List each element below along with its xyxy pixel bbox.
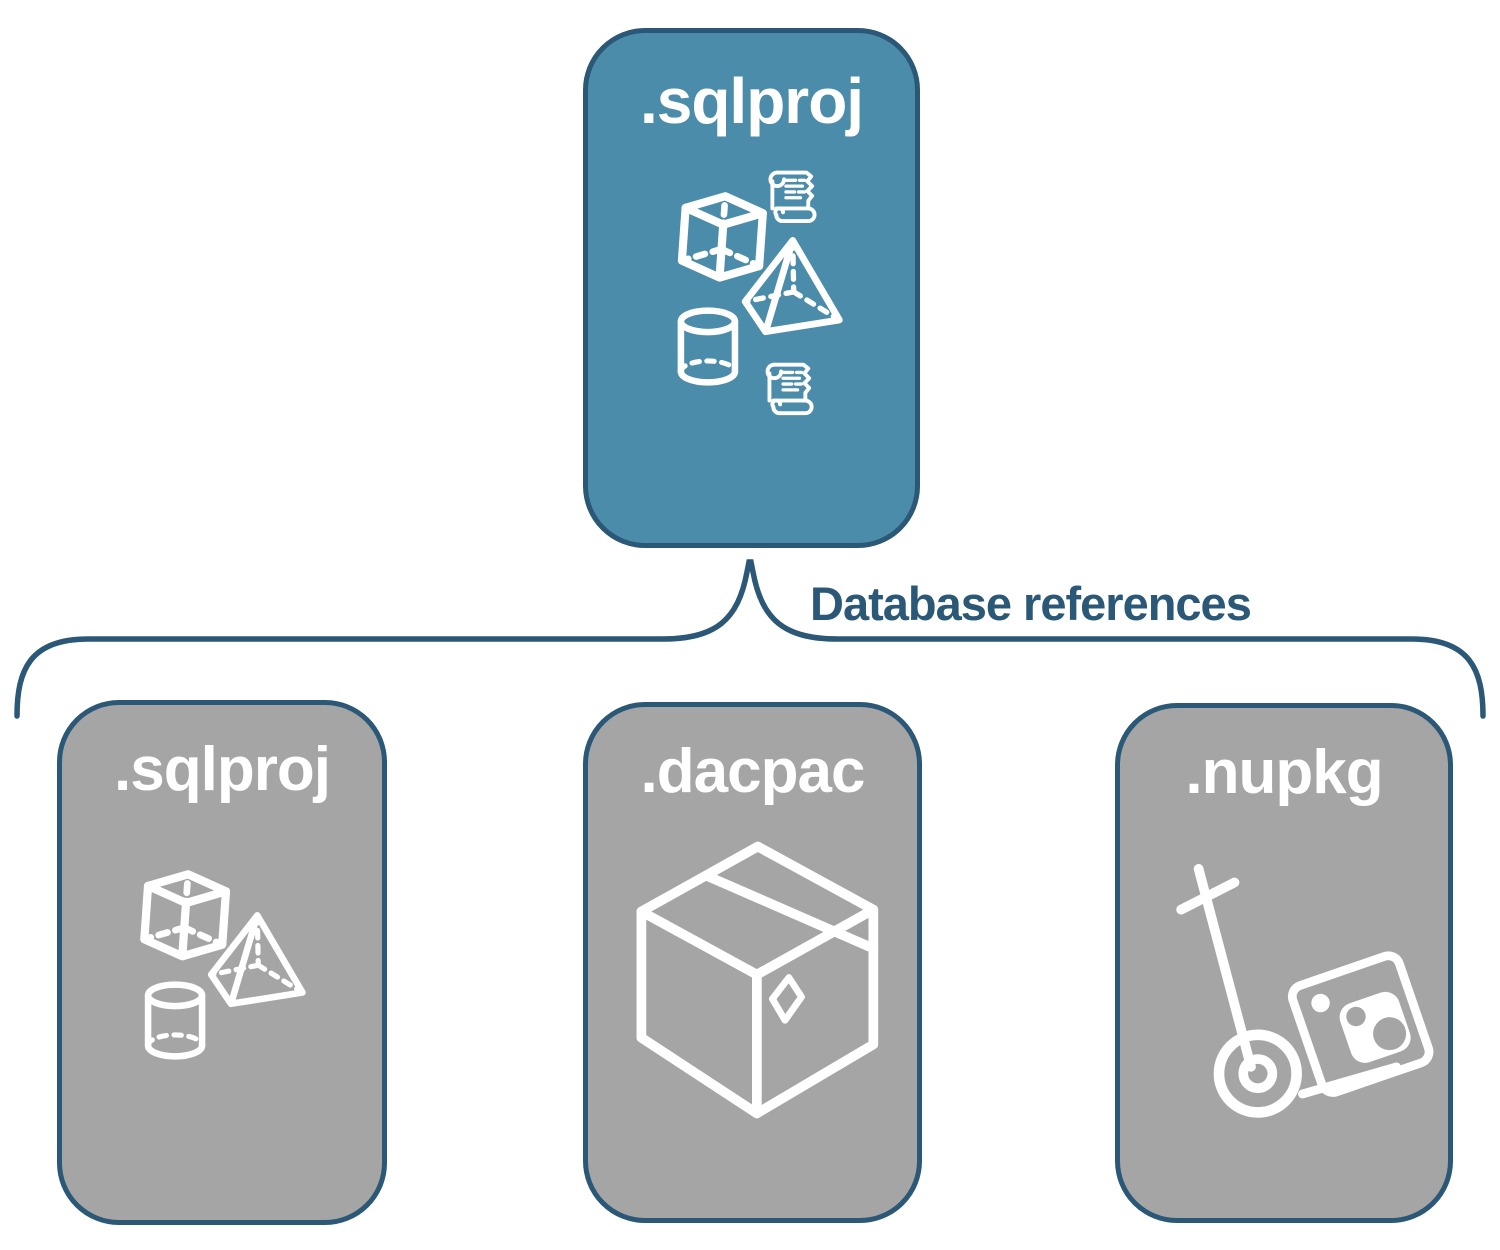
- root-node-label: .sqlproj: [639, 65, 864, 137]
- node-label: .sqlproj: [114, 735, 331, 804]
- cube-icon: [143, 872, 227, 959]
- node-dacpac: .dacpac: [583, 702, 922, 1223]
- root-node-sqlproj: .sqlproj: [583, 28, 920, 548]
- database-cylinder-icon: [148, 985, 202, 1057]
- connector-label: Database references: [810, 577, 1252, 630]
- pyramid-icon: [211, 915, 302, 1003]
- sql-script-icon: [765, 362, 814, 416]
- sql-script-icon: [768, 170, 817, 223]
- node-nupkg: .nupkg: [1115, 703, 1453, 1223]
- node-sqlproj-reference: .sqlproj: [57, 700, 387, 1225]
- pyramid-icon: [745, 240, 839, 331]
- node-label: .dacpac: [640, 737, 866, 806]
- node-label: .nupkg: [1185, 738, 1383, 807]
- cube-icon: [681, 194, 764, 281]
- database-cylinder-icon: [681, 311, 735, 383]
